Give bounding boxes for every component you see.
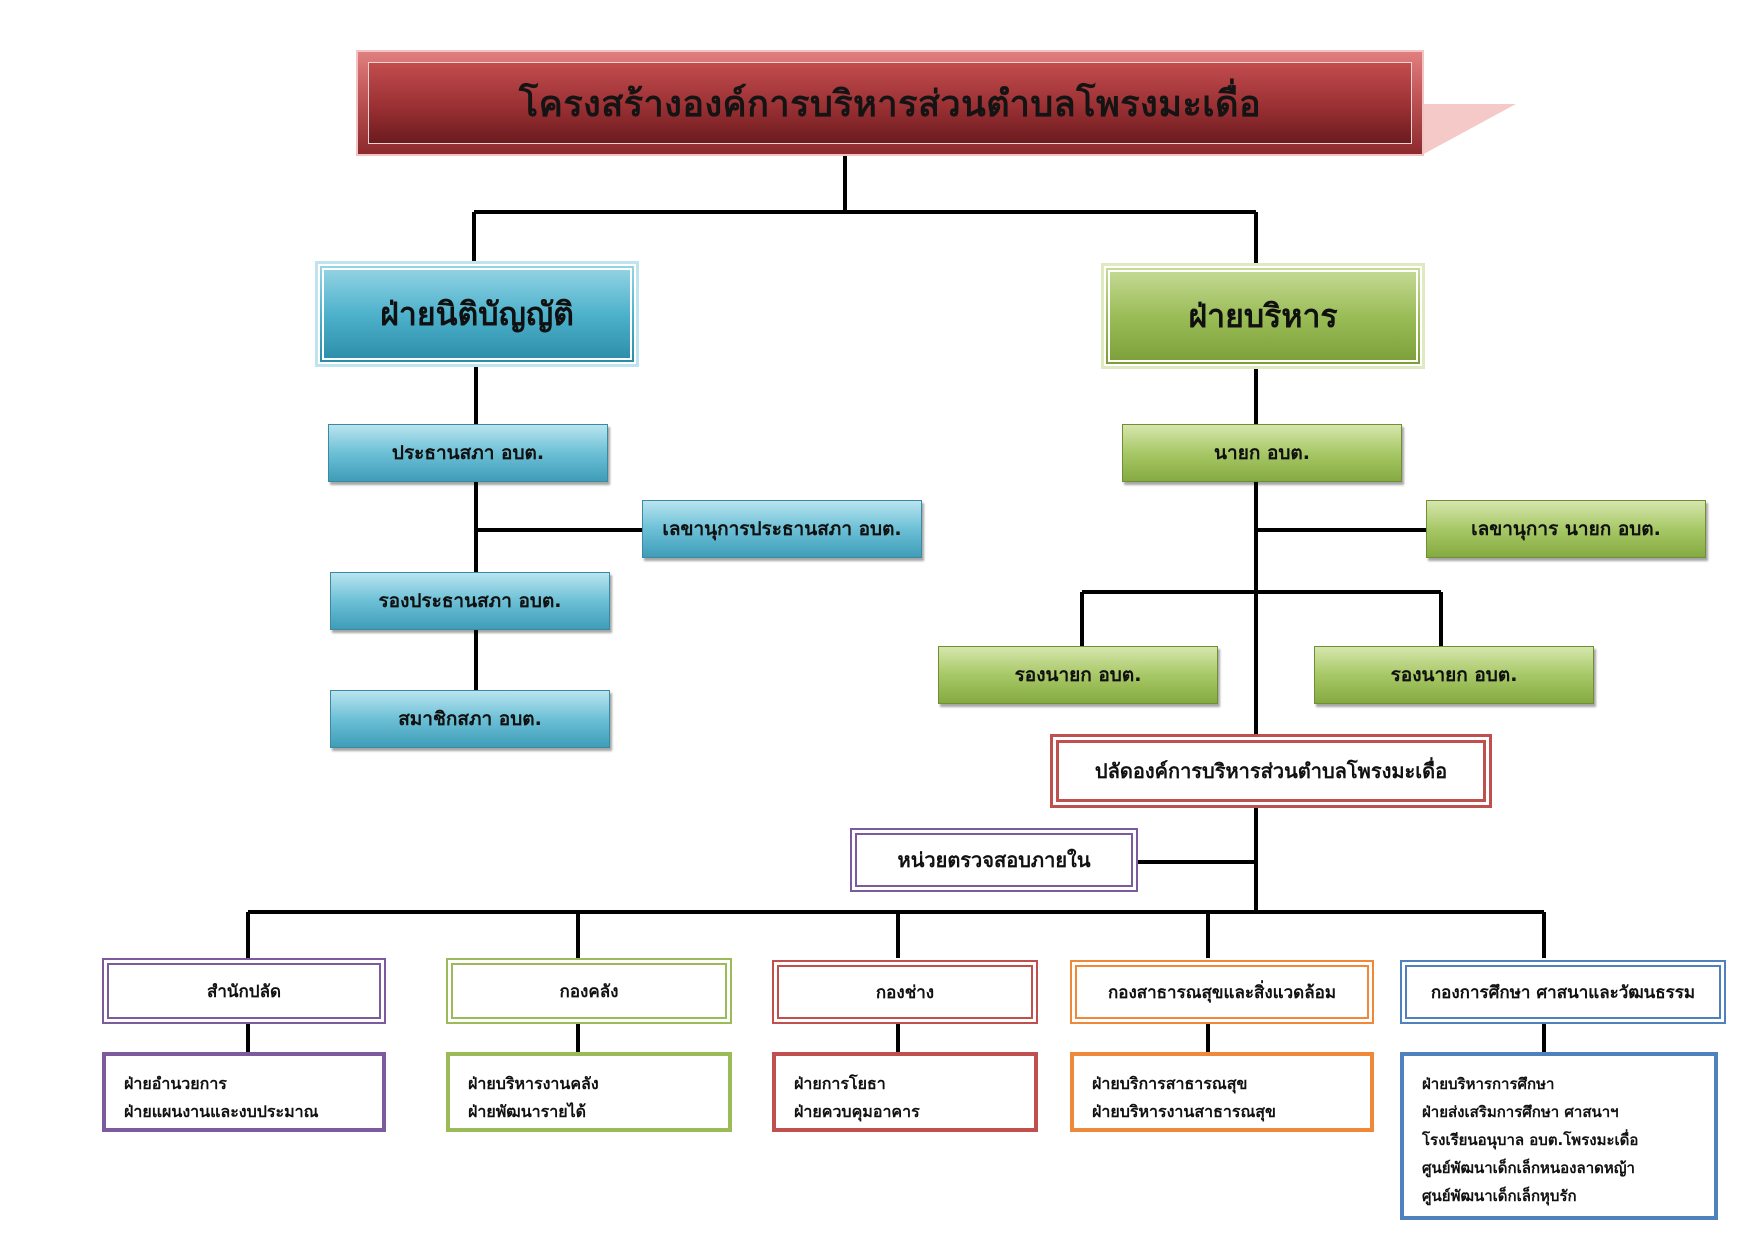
list-item: ศูนย์พัฒนาเด็กเล็กหนองลาดหญ้า xyxy=(1422,1159,1635,1177)
units-public-health: ฝ่ายบริการสาธารณสุข ฝ่ายบริหารงานสาธารณส… xyxy=(1070,1052,1374,1132)
council-secretary-box: เลขานุการประธานสภา อบต. xyxy=(642,500,922,558)
list-item: ฝ่ายแผนงานและงบประมาณ xyxy=(124,1102,319,1121)
executive-branch-box: ฝ่ายบริหาร xyxy=(1104,266,1422,366)
division-engineering: กองช่าง xyxy=(772,960,1038,1024)
executive-heading: ฝ่ายบริหาร xyxy=(1188,296,1338,335)
division-office-of-permanent-secretary: สำนักปลัด xyxy=(102,958,386,1024)
council-members-box: สมาชิกสภา อบต. xyxy=(330,690,610,748)
title-banner: โครงสร้างองค์การบริหารส่วนตำบลโพรงมะเดื่… xyxy=(356,50,1424,156)
council-vice-chair-box: รองประธานสภา อบต. xyxy=(330,572,610,630)
deputy-mayor-left-box: รองนายก อบต. xyxy=(938,646,1218,704)
list-item: ฝ่ายบริหารงานคลัง xyxy=(468,1074,599,1093)
mayor-secretary-box: เลขานุการ นายก อบต. xyxy=(1426,500,1706,558)
list-item: ฝ่ายพัฒนารายได้ xyxy=(468,1102,587,1121)
list-item: ฝ่ายบริหารการศึกษา xyxy=(1422,1075,1555,1093)
list-item: ฝ่ายบริหารงานสาธารณสุข xyxy=(1092,1102,1276,1121)
units-engineering: ฝ่ายการโยธา ฝ่ายควบคุมอาคาร xyxy=(772,1052,1038,1132)
division-finance: กองคลัง xyxy=(446,958,732,1024)
list-item: ฝ่ายอำนวยการ xyxy=(124,1074,227,1093)
division-public-health: กองสาธารณสุขและสิ่งแวดล้อม xyxy=(1070,960,1374,1024)
units-office-of-permanent-secretary: ฝ่ายอำนวยการ ฝ่ายแผนงานและงบประมาณ xyxy=(102,1052,386,1132)
list-item: ฝ่ายการโยธา xyxy=(794,1074,886,1093)
title-ribbon-tail xyxy=(1420,104,1516,156)
units-finance: ฝ่ายบริหารงานคลัง ฝ่ายพัฒนารายได้ xyxy=(446,1052,732,1132)
page-title: โครงสร้างองค์การบริหารส่วนตำบลโพรงมะเดื่… xyxy=(518,83,1262,125)
list-item: ฝ่ายส่งเสริมการศึกษา ศาสนาฯ xyxy=(1422,1103,1619,1121)
legislative-heading: ฝ่ายนิติบัญญัติ xyxy=(380,294,574,333)
units-education: ฝ่ายบริหารการศึกษา ฝ่ายส่งเสริมการศึกษา … xyxy=(1400,1052,1718,1220)
division-education: กองการศึกษา ศาสนาและวัฒนธรรม xyxy=(1400,960,1726,1024)
list-item: ฝ่ายควบคุมอาคาร xyxy=(794,1102,920,1121)
council-chair-box: ประธานสภา อบต. xyxy=(328,424,608,482)
internal-audit-box: หน่วยตรวจสอบภายใน xyxy=(850,828,1138,892)
mayor-box: นายก อบต. xyxy=(1122,424,1402,482)
list-item: ฝ่ายบริการสาธารณสุข xyxy=(1092,1074,1248,1093)
legislative-branch-box: ฝ่ายนิติบัญญัติ xyxy=(318,264,636,364)
list-item: ศูนย์พัฒนาเด็กเล็กหุบรัก xyxy=(1422,1187,1577,1205)
permanent-secretary-box: ปลัดองค์การบริหารส่วนตำบลโพรงมะเดื่อ xyxy=(1050,734,1492,808)
deputy-mayor-right-box: รองนายก อบต. xyxy=(1314,646,1594,704)
list-item: โรงเรียนอนุบาล อบต.โพรงมะเดื่อ xyxy=(1422,1131,1639,1149)
